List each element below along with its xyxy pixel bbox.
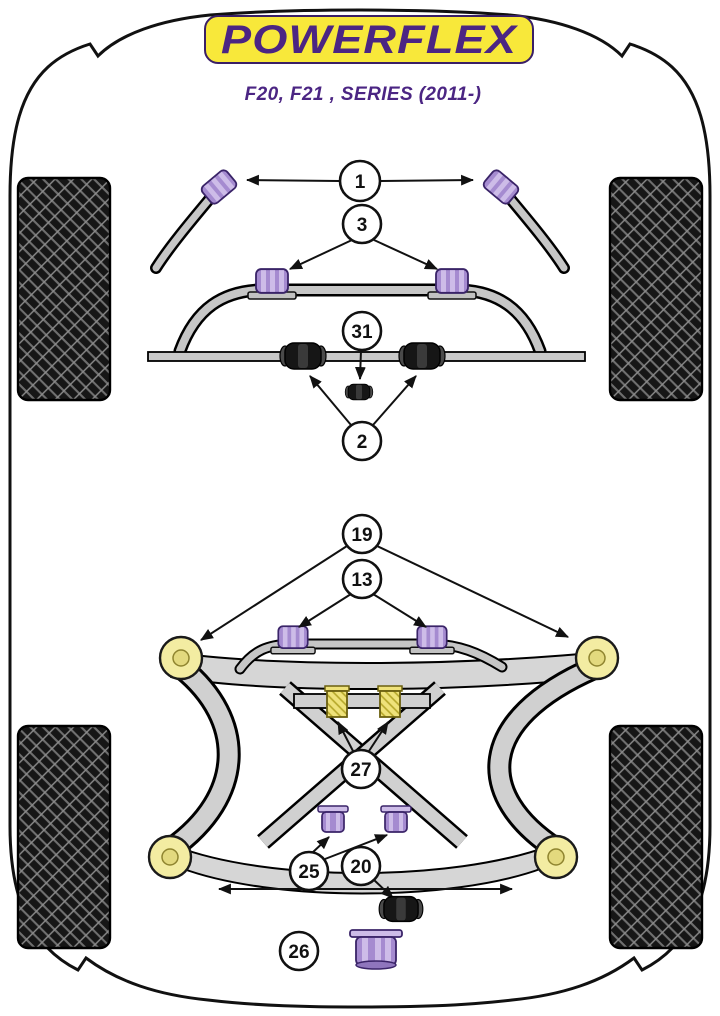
callout-3-arrow-right: [373, 239, 438, 270]
rear-cap-bush: [349, 929, 403, 970]
callout-13: 13: [298, 558, 427, 628]
callout-13-arrow-left: [298, 593, 352, 628]
callout-2: 2: [309, 375, 417, 462]
tire-front-left: [16, 176, 112, 402]
callout-1-arrow-left: [245, 174, 340, 186]
callout-19-circle: [341, 513, 383, 555]
front-lower-bush-left: [279, 342, 327, 370]
callout-26-label: 26: [288, 942, 309, 963]
front-drop-link-left: [150, 167, 240, 274]
model-subtitle: F20, F21 , SERIES (2011-): [245, 84, 482, 105]
front-arb-bush-right: [428, 269, 476, 299]
callout-13-arrow-right: [372, 593, 427, 628]
tire-front-right: [608, 176, 704, 402]
logo-background: [204, 15, 534, 64]
callout-31: 31: [341, 310, 383, 381]
front-centre-bush: [344, 383, 374, 401]
callout-27-arrow-right: [368, 721, 389, 752]
callout-31-label: 31: [351, 322, 373, 343]
callout-26: 26: [278, 930, 320, 972]
callout-19-label: 19: [351, 525, 372, 546]
callout-1-label: 1: [355, 172, 366, 193]
subframe-mount-rear-left: [147, 834, 193, 880]
callout-27-arrow-left: [337, 721, 354, 752]
callout-25-circle: [288, 850, 330, 892]
callout-2-circle: [341, 420, 383, 462]
callout-2-label: 2: [357, 432, 368, 453]
subframe-mount-rear-right: [533, 834, 579, 880]
callout-25-arrow-left: [311, 836, 330, 854]
callout-20-label: 20: [350, 857, 371, 878]
rear-upper-bush-right: [380, 805, 412, 833]
rear-arb-bush-right: [410, 626, 454, 653]
subframe-mount-front-left: [158, 635, 204, 681]
front-arb-bush-left: [248, 269, 296, 299]
callout-3-label: 3: [357, 215, 368, 236]
callout-2-arrow-left: [309, 375, 352, 426]
rear-upper-bush-left: [317, 805, 349, 833]
callout-13-label: 13: [351, 570, 372, 591]
callout-26-circle: [278, 930, 320, 972]
tire-rear-right: [608, 724, 704, 950]
callout-19-arrow-right: [376, 545, 569, 638]
callout-31-circle: [341, 310, 383, 352]
callout-27: 27: [337, 721, 389, 790]
callout-25: 25: [288, 834, 389, 892]
subframe-mid-beam: [293, 693, 431, 709]
callout-20-arrow: [372, 878, 394, 899]
callout-31-arrow: [354, 349, 366, 381]
front-lower-bush-right: [398, 342, 446, 370]
front-lower-bar: [147, 351, 586, 362]
callout-1: 1: [245, 159, 475, 203]
subframe-mount-front-right: [574, 635, 620, 681]
callout-27-circle: [340, 748, 382, 790]
car-body-outline: [8, 8, 712, 1009]
callout-20: 20: [340, 845, 394, 899]
callout-1-arrow-right: [380, 174, 475, 186]
callout-27-label: 27: [350, 760, 371, 781]
logo-text: POWERFLEX: [221, 18, 518, 62]
callout-19-arrow-left: [200, 545, 348, 641]
powerflex-logo: POWERFLEX: [204, 15, 534, 64]
callout-25-label: 25: [298, 862, 320, 883]
callout-3-arrow-left: [289, 239, 353, 270]
tire-rear-left: [16, 724, 112, 950]
callout-1-circle: [338, 159, 382, 203]
rear-arb-bush-left: [271, 626, 315, 653]
subframe-insert-left: [324, 685, 350, 718]
front-anti-roll-bar: [173, 283, 547, 358]
callout-3: 3: [289, 203, 438, 270]
callout-19: 19: [200, 513, 569, 641]
callout-3-circle: [341, 203, 383, 245]
subframe-insert-right: [377, 685, 403, 718]
callout-2-arrow-right: [372, 375, 417, 426]
front-drop-link-right: [480, 167, 570, 274]
rear-lower-bush: [378, 895, 424, 923]
callout-20-circle: [340, 845, 382, 887]
callout-13-circle: [341, 558, 383, 600]
